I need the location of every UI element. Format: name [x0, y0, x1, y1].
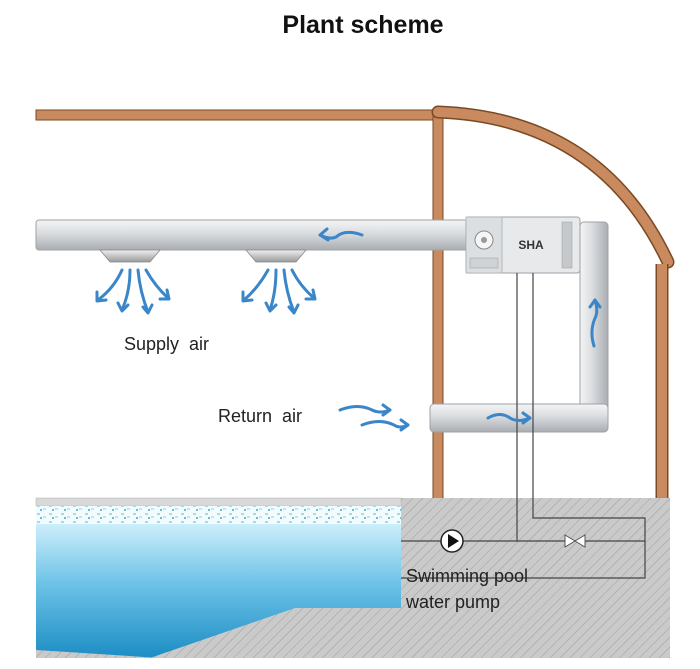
roof-beam — [35, 109, 440, 121]
building-structure — [35, 105, 675, 501]
pump-label-line1: Swimming pool — [406, 566, 528, 586]
pump-label-line2: water pump — [405, 592, 500, 612]
airflow-arrow-icon — [242, 268, 270, 302]
airflow-arrow-icon — [96, 268, 124, 302]
return-air-label: Return air — [218, 406, 302, 426]
supply-air-label: Supply air — [124, 334, 209, 354]
swimming-pool — [36, 506, 401, 658]
diagram-title: Plant scheme — [282, 11, 443, 39]
building-wall-post — [432, 113, 444, 501]
airflow-arrow-icon — [590, 298, 599, 348]
pool-tile-band — [36, 506, 401, 524]
airflow-arrow-icon — [268, 268, 278, 312]
sha-unit: SHA — [465, 216, 581, 274]
airflow-arrows — [95, 227, 602, 432]
airflow-arrow-icon — [290, 268, 316, 300]
airflow-arrow-icon — [282, 268, 296, 314]
airflow-arrow-icon — [486, 413, 532, 422]
supply-duct — [35, 219, 477, 263]
airflow-arrow-icon — [120, 268, 132, 312]
pool-floor-slope — [150, 608, 401, 658]
airflow-arrow-icon — [338, 405, 392, 414]
diffuser-icon — [99, 249, 161, 263]
valve-symbol-icon — [564, 534, 586, 548]
sha-unit-label: SHA — [518, 238, 544, 252]
diffuser-icon — [245, 249, 307, 263]
pipe-line — [401, 273, 646, 579]
pump-symbol-icon — [440, 529, 464, 553]
airflow-arrow-icon — [144, 268, 170, 300]
pool-edge-band — [35, 497, 402, 507]
airflow-arrow-icon — [360, 420, 410, 429]
airflow-arrow-icon — [136, 268, 150, 314]
